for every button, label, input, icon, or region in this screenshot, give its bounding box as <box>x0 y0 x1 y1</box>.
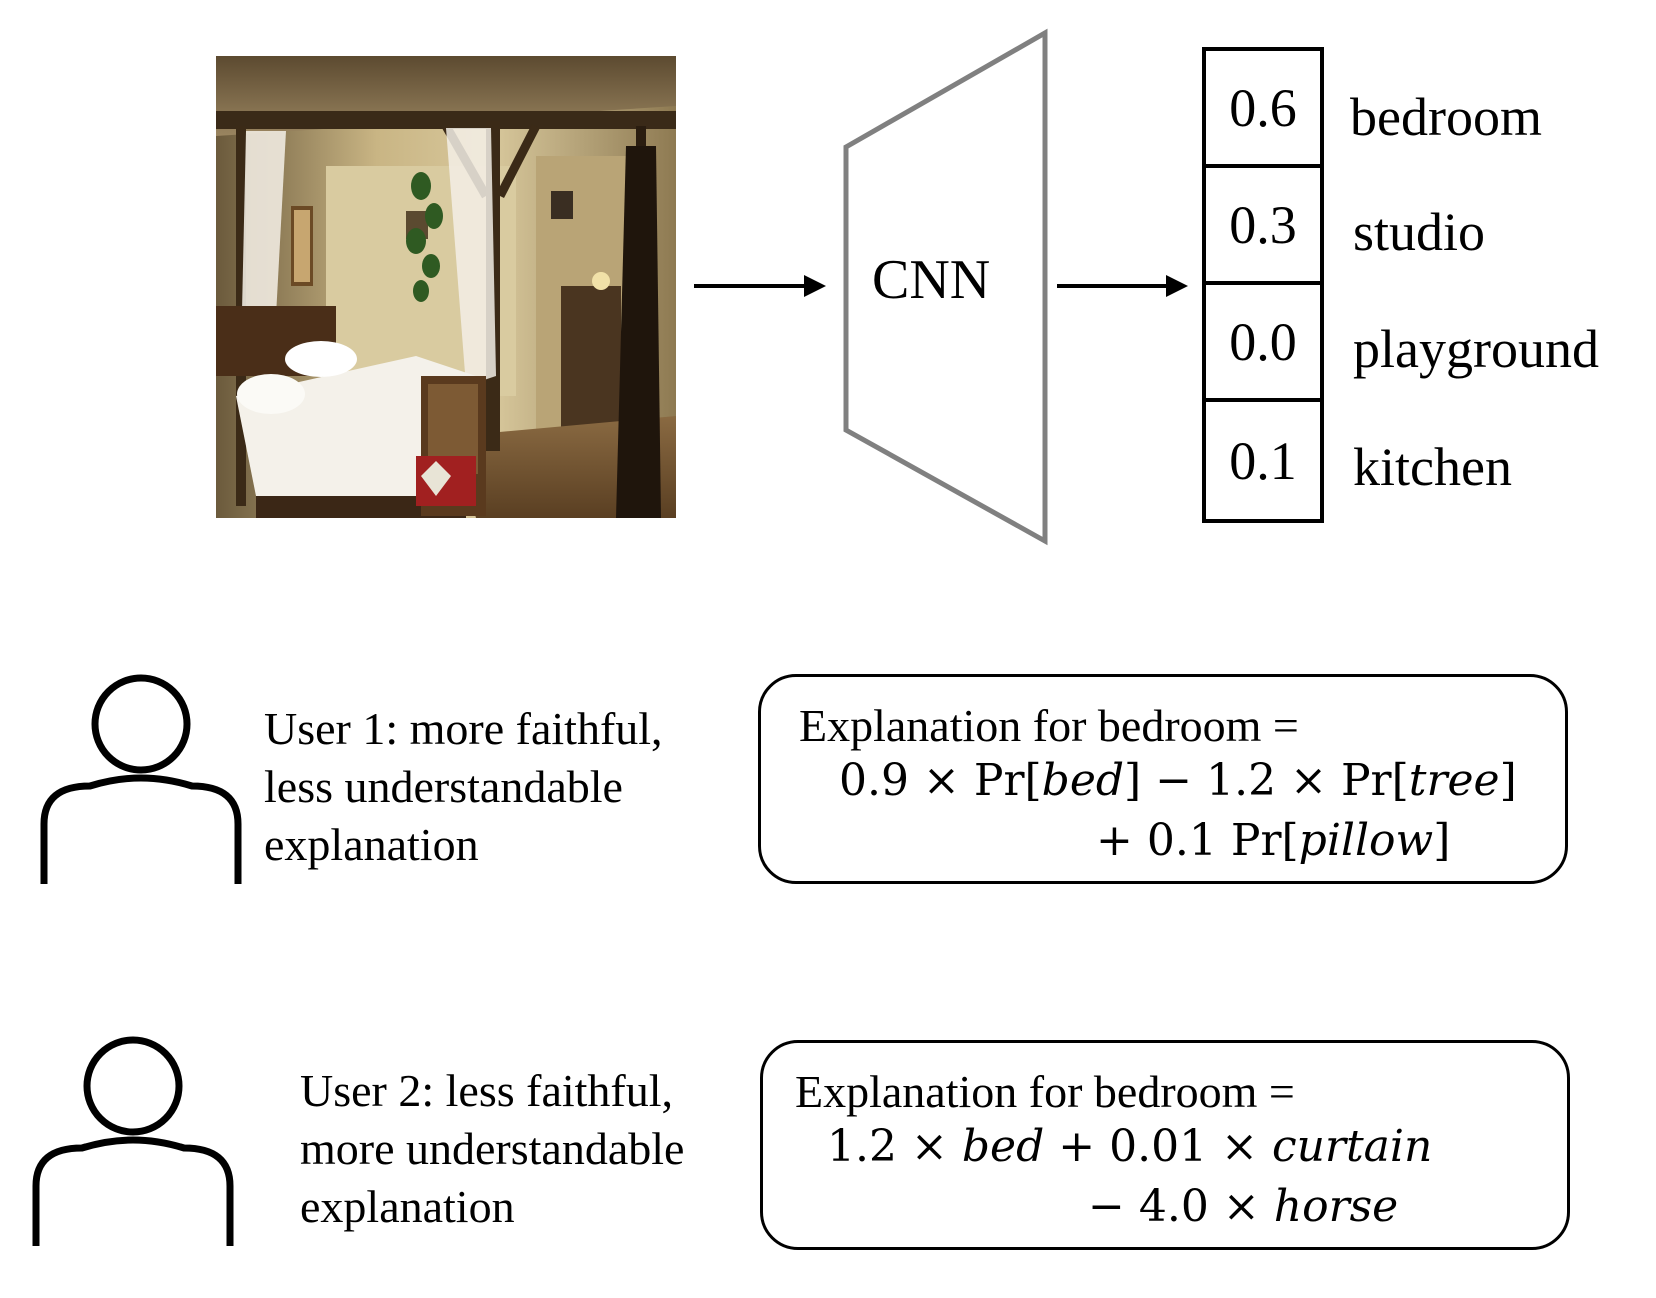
caption-line: explanation <box>300 1181 515 1232</box>
caption-line: User 1: more faithful, <box>264 703 663 754</box>
class-label: studio <box>1353 202 1486 262</box>
formula-line-2: − 4.0 × horse <box>1088 1181 1398 1232</box>
user-1-person-icon <box>40 674 242 884</box>
user-2-explanation-box: Explanation for bedroom = 1.2 × bed + 0.… <box>760 1040 1570 1250</box>
concept-variable: tree <box>1408 755 1500 806</box>
caption-line: more understandable <box>300 1123 685 1174</box>
operator: × <box>1222 1181 1260 1232</box>
class-label: playground <box>1353 319 1599 379</box>
operator: + <box>1058 1121 1096 1172</box>
score-cell: 0.6 <box>1206 51 1320 168</box>
user-2-caption: User 2: less faithful, more understandab… <box>300 1062 684 1236</box>
coefficient: 1.2 <box>827 1121 897 1172</box>
formula-line-1: 0.9 × Pr[bed] − 1.2 × Pr[tree] <box>839 755 1517 806</box>
coefficient: 1.2 <box>1206 755 1277 806</box>
concept-variable: bed <box>961 1121 1045 1172</box>
function: Pr <box>1230 815 1282 866</box>
function: Pr <box>1340 755 1392 806</box>
output-probability-vector: 0.6 0.3 0.0 0.1 <box>1202 47 1324 523</box>
operator: + <box>1096 815 1133 866</box>
concept-variable: horse <box>1273 1181 1399 1232</box>
class-label: kitchen <box>1353 437 1512 497</box>
concept-variable: pillow <box>1298 815 1434 866</box>
bedroom-photo-illustration <box>216 56 676 518</box>
score-cell: 0.0 <box>1206 285 1320 402</box>
explanation-title: Explanation for bedroom = <box>799 700 1299 751</box>
coefficient: 4.0 <box>1138 1181 1209 1232</box>
caption-line: User 2: less faithful, <box>300 1065 674 1116</box>
caption-line: less understandable <box>264 761 623 812</box>
class-label: bedroom <box>1350 87 1542 147</box>
formula-line-1: 1.2 × bed + 0.01 × curtain <box>827 1121 1432 1172</box>
output-arrow <box>1057 275 1188 297</box>
coefficient: 0.1 <box>1146 815 1217 866</box>
pipeline-graphics <box>694 28 1188 546</box>
operator: × <box>1221 1121 1258 1172</box>
operator: − <box>1155 755 1193 806</box>
concept-variable: bed <box>1041 755 1125 806</box>
user-1-explanation-box: Explanation for bedroom = 0.9 × Pr[bed] … <box>758 674 1568 884</box>
coefficient: 0.01 <box>1109 1121 1208 1172</box>
score-cell: 0.1 <box>1229 430 1297 491</box>
input-bedroom-photo <box>216 56 676 518</box>
function: Pr <box>973 755 1025 806</box>
operator: × <box>1290 755 1327 806</box>
concept-variable: curtain <box>1271 1121 1433 1172</box>
operator: × <box>910 1121 948 1172</box>
caption-line: explanation <box>264 819 479 870</box>
user-2-person-icon <box>32 1036 234 1246</box>
operator: × <box>922 755 960 806</box>
coefficient: 0.9 <box>839 755 909 806</box>
score-cell: 0.3 <box>1206 168 1320 285</box>
explanation-title: Explanation for bedroom = <box>795 1066 1295 1117</box>
cnn-label: CNN <box>872 249 991 311</box>
cnn-trapezoid <box>843 28 1048 546</box>
input-arrow <box>694 275 826 297</box>
user-1-caption: User 1: more faithful, less understandab… <box>264 700 663 874</box>
formula-line-2: + 0.1 Pr[pillow] <box>1096 815 1451 866</box>
operator: − <box>1088 1181 1125 1232</box>
